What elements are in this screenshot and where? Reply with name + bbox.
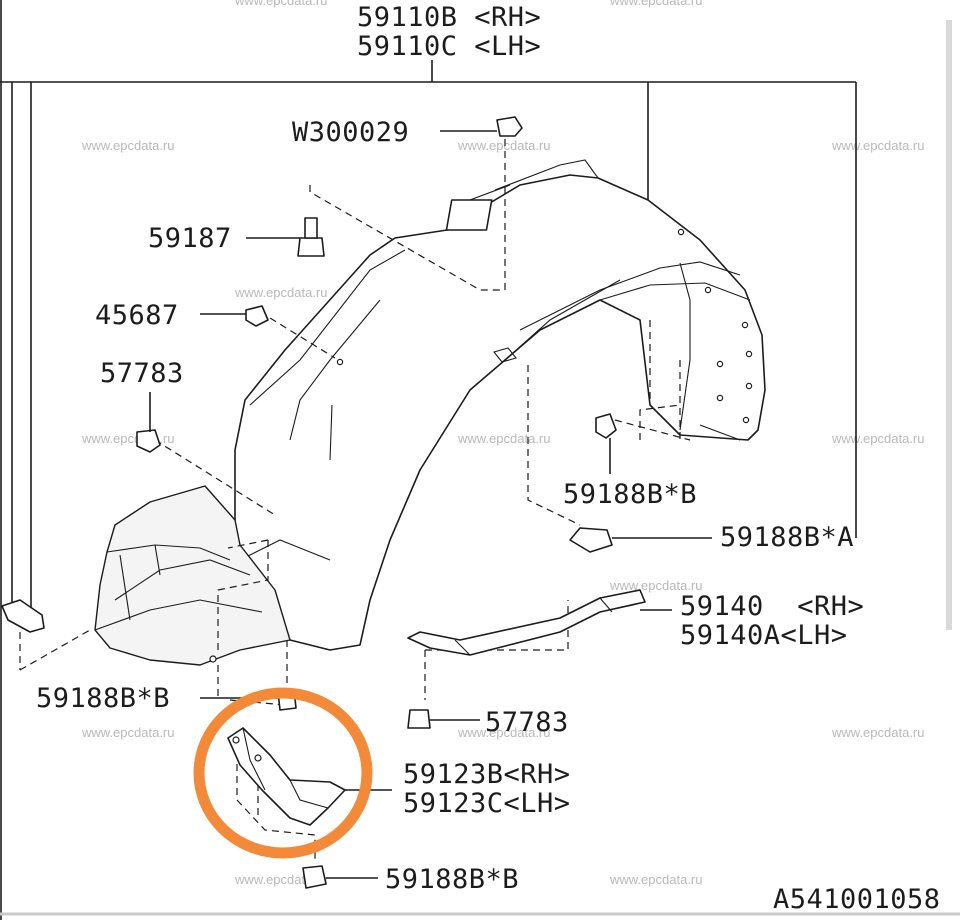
bolt-57783-lower-shape xyxy=(407,709,431,729)
clip-45687-shape xyxy=(245,305,269,327)
fastener-shapes xyxy=(1,116,617,889)
clip-w300029-shape xyxy=(496,116,523,137)
label-59123-line2: 59123C<LH> xyxy=(403,788,571,819)
label-59187: 59187 xyxy=(148,223,232,254)
lower-front-section xyxy=(94,485,291,666)
clip-57783-upper-shape xyxy=(136,429,161,453)
watermark: www.epcdata.ru xyxy=(457,431,551,446)
label-59110-line2: 59110C <LH> xyxy=(357,31,541,62)
watermark: www.epcdata.ru xyxy=(81,138,175,153)
highlight-circle xyxy=(193,687,373,859)
label-59188b-b-left: 59188B*B xyxy=(36,683,170,714)
watermark: www.epcdata.ru xyxy=(831,725,925,740)
clip-59188b-a-shape xyxy=(569,527,613,553)
label-59110-line1: 59110B <RH> xyxy=(357,2,541,33)
watermark: www.epcdata.ru xyxy=(609,872,703,887)
top-bracket xyxy=(0,60,857,610)
watermark: www.epcdata.ru xyxy=(831,431,925,446)
watermark: www.epcdata.ru xyxy=(81,725,175,740)
fender-liner-drawing xyxy=(234,159,766,651)
mudflap-59123-drawing xyxy=(227,727,346,826)
bolt-59187-shape xyxy=(297,237,325,257)
label-59140-line1: 59140 <RH> xyxy=(680,591,864,622)
label-59188b-b-bottom: 59188B*B xyxy=(385,864,519,895)
label-59188b-a: 59188B*A xyxy=(720,522,854,553)
frame-right-bar xyxy=(946,20,952,630)
watermark: www.epcdata.ru xyxy=(234,0,328,8)
clip-59188b-b-bottom-shape xyxy=(302,865,327,889)
watermark: www.epcdata.ru xyxy=(457,725,551,740)
label-59140-line2: 59140A<LH> xyxy=(680,620,848,651)
watermark: www.epcdata.ru xyxy=(234,285,328,300)
watermark: www.epcdata.ru xyxy=(831,138,925,153)
watermark: www.epcdata.ru xyxy=(609,0,703,8)
label-w300029: W300029 xyxy=(292,117,409,148)
label-59188b-b-right: 59188B*B xyxy=(563,479,697,510)
watermark-layer: www.epcdata.ru www.epcdata.ru www.epcdat… xyxy=(81,0,925,887)
watermark: www.epcdata.ru xyxy=(457,138,551,153)
clip-59188b-b-right-shape xyxy=(595,413,617,439)
part-labels: 59110B <RH> 59110C <LH> W300029 59187 45… xyxy=(36,2,941,915)
label-57783-upper: 57783 xyxy=(100,358,184,389)
label-45687: 45687 xyxy=(95,300,179,331)
seal-59140-drawing xyxy=(407,589,646,656)
label-59123-line1: 59123B<RH> xyxy=(403,759,571,790)
clip-left-edge-shape xyxy=(1,599,45,633)
drawing-number: A541001058 xyxy=(773,884,941,915)
watermark: www.epcdata.ru xyxy=(609,578,703,593)
label-57783-lower: 57783 xyxy=(485,707,569,738)
